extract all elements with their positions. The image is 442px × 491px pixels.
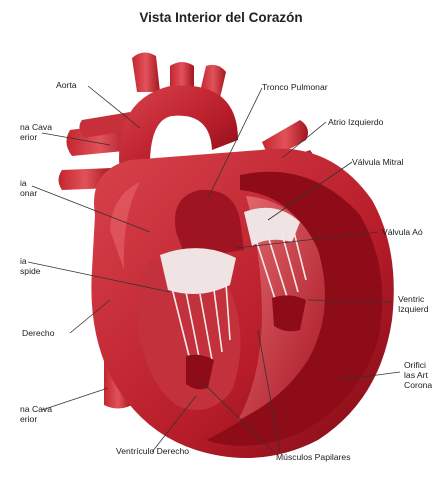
- tricuspid-valve: [160, 248, 236, 294]
- aortic-branch-1: [132, 52, 160, 92]
- label-ventriculo-izquierdo: Ventric Izquierd: [398, 294, 429, 314]
- label-valvula-tricuspide-line2: spide: [20, 266, 41, 276]
- label-orificio-line3: Corona: [404, 380, 432, 390]
- label-vena-cava-superior: na Cava erior: [20, 122, 52, 142]
- label-orificio-arterias-coronarias: Orifici las Art Corona: [404, 360, 432, 390]
- label-atrio-derecho: Derecho: [22, 328, 54, 338]
- label-orificio-line2: las Art: [404, 370, 432, 380]
- label-vena-cava-superior-line1: na Cava: [20, 122, 52, 132]
- label-arteria-pulmonar: ia onar: [20, 178, 37, 198]
- label-tronco-pulmonar: Tronco Pulmonar: [262, 82, 328, 92]
- label-aorta: Aorta: [56, 80, 77, 90]
- label-vena-cava-inferior: na Cava erior: [20, 404, 52, 424]
- label-valvula-tricuspide: ia spide: [20, 256, 41, 276]
- label-orificio-line1: Orifici: [404, 360, 432, 370]
- label-arteria-pulmonar-line2: onar: [20, 188, 37, 198]
- label-valvula-aortica: Válvula Aó: [382, 227, 423, 237]
- label-vena-cava-inferior-line2: erior: [20, 414, 52, 424]
- label-atrio-izquierdo: Atrio Izquierdo: [328, 117, 383, 127]
- label-arteria-pulmonar-line1: ia: [20, 178, 37, 188]
- label-ventriculo-derecho: Ventrículo Derecho: [116, 446, 189, 456]
- label-ventriculo-izquierdo-line1: Ventric: [398, 294, 429, 304]
- label-valvula-mitral: Válvula Mitral: [352, 157, 404, 167]
- label-valvula-tricuspide-line1: ia: [20, 256, 41, 266]
- label-vena-cava-inferior-line1: na Cava: [20, 404, 52, 414]
- label-vena-cava-superior-line2: erior: [20, 132, 52, 142]
- label-musculos-papilares: Músculos Papilares: [276, 452, 351, 462]
- label-ventriculo-izquierdo-line2: Izquierd: [398, 304, 429, 314]
